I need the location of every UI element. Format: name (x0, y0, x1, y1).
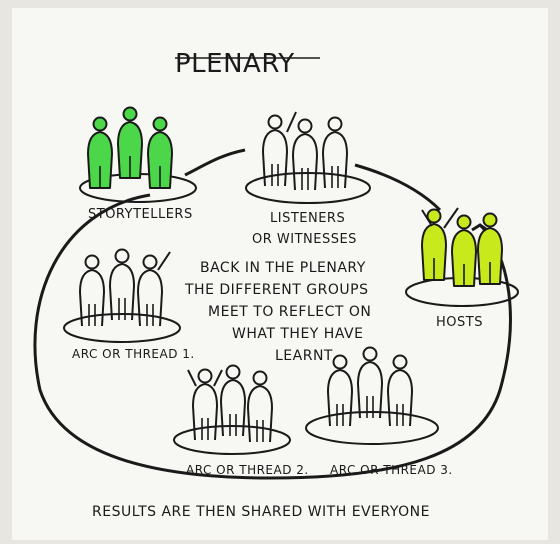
raised-arm (286, 111, 297, 133)
raised-arm (421, 207, 459, 229)
label-arc2: ARC OR THREAD 2. (186, 463, 309, 477)
diagram-title: PLENARY (175, 49, 295, 79)
label-arc1: ARC OR THREAD 1. (72, 347, 195, 361)
raised-arm (187, 369, 223, 387)
center-text: BACK IN THE PLENARY THE DIFFERENT GROUPS… (184, 260, 371, 364)
label-witnesses: OR WITNESSES (252, 232, 357, 247)
center-line-4: WHAT THEY HAVE (232, 326, 363, 342)
arc2-base (173, 425, 291, 455)
storytellers-group: STORYTELLERS (79, 106, 197, 222)
center-line-1: BACK IN THE PLENARY (200, 260, 366, 276)
center-line-3: MEET TO REFLECT ON (208, 304, 371, 320)
label-hosts: HOSTS (436, 315, 483, 330)
arc3-base (305, 411, 439, 445)
label-arc3: ARC OR THREAD 3. (330, 463, 453, 477)
center-line-5: LEARNT (275, 348, 333, 364)
arc3-group: ARC OR THREAD 3. (305, 346, 453, 477)
listeners-group: LISTENERS OR WITNESSES (245, 111, 371, 247)
center-line-2: THE DIFFERENT GROUPS (184, 282, 368, 298)
arc1-base (63, 313, 181, 343)
raised-arm (157, 251, 171, 271)
footer-text: RESULTS ARE THEN SHARED WITH EVERYONE (92, 504, 430, 520)
connector-listeners-hosts (354, 163, 442, 212)
arc2-group: ARC OR THREAD 2. (173, 364, 309, 477)
connector-storytellers-listeners (184, 148, 246, 177)
hosts-group: HOSTS (405, 207, 519, 330)
arc1-group: ARC OR THREAD 1. (63, 248, 195, 361)
label-storytellers: STORYTELLERS (88, 207, 193, 222)
label-listeners: LISTENERS (270, 211, 345, 226)
